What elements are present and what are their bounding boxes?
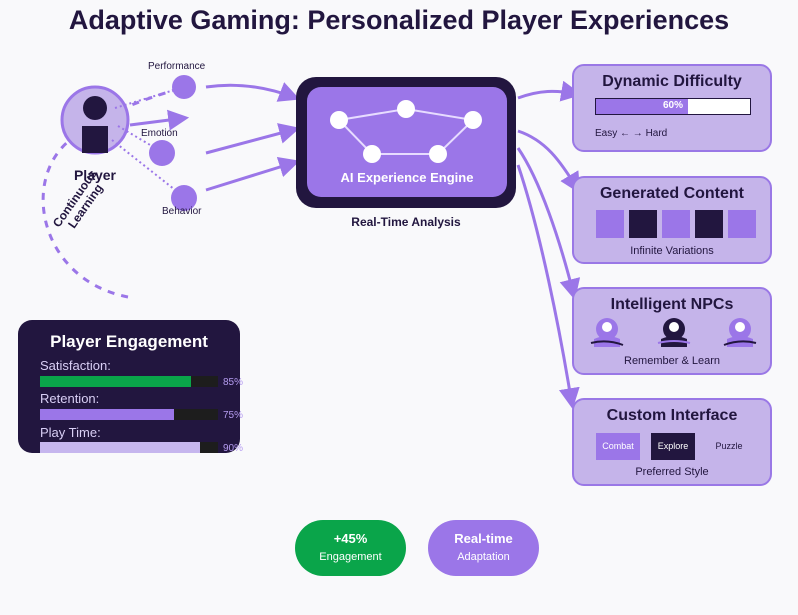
card-title: Custom Interface (606, 407, 738, 424)
generated-content-card: Generated Content Infinite Variations (572, 176, 772, 264)
page-title: Adaptive Gaming: Personalized Player Exp… (68, 5, 730, 35)
engine-caption: Real-Time Analysis (351, 215, 461, 229)
difficulty-fill (596, 99, 689, 114)
content-tile (596, 210, 624, 238)
engagement-panel: Player Engagement Satisfaction: 85% Rete… (18, 320, 244, 454)
stat-label: Engagement (319, 551, 382, 563)
behavior-node (171, 185, 197, 211)
metric-value: 75% (223, 410, 244, 421)
metric-label: Play Time: (40, 425, 101, 440)
content-tile (695, 210, 723, 238)
behavior-arrow (205, 156, 301, 192)
metric-bar (40, 442, 218, 453)
metric-fill (40, 409, 174, 420)
content-tile (728, 210, 756, 238)
npc-icon (657, 318, 691, 347)
style-option-combat[interactable]: Combat (596, 433, 640, 460)
card-title: Dynamic Difficulty (602, 73, 742, 90)
difficulty-arrow (517, 80, 583, 102)
style-option-puzzle[interactable]: Puzzle (715, 441, 743, 451)
metric-bar (40, 409, 218, 420)
dynamic-difficulty-card: Dynamic Difficulty 60% Easy ← → Hard (572, 64, 772, 152)
behavior-label: Behavior (162, 206, 202, 217)
card-title: Generated Content (599, 185, 744, 202)
engagement-title: Player Engagement (50, 332, 208, 351)
custom-interface-card: Custom Interface Combat Explore Puzzle P… (572, 398, 772, 486)
style-option-explore[interactable]: Explore (651, 433, 695, 460)
player-head (83, 96, 107, 120)
emotion-label: Emotion (141, 128, 178, 139)
metric-bar (40, 376, 218, 387)
performance-arrow (205, 82, 300, 102)
difficulty-meter: 60% (595, 98, 751, 115)
metric-label: Satisfaction: (40, 358, 111, 373)
content-tile (662, 210, 690, 238)
difficulty-scale: Easy ← → Hard (595, 128, 668, 139)
learning-loop-arrow (129, 109, 190, 131)
metric-value: 85% (223, 377, 244, 388)
performance-node (172, 75, 196, 99)
npc-icon (723, 318, 757, 347)
stat-value: +45% (333, 531, 368, 546)
stat-value: Real-time (454, 531, 513, 546)
performance-label: Performance (148, 61, 206, 72)
engagement-stat-pill: +45% Engagement (295, 520, 406, 576)
engine-label: AI Experience Engine (340, 170, 474, 185)
metric-label: Retention: (40, 391, 100, 406)
metric-fill (40, 376, 192, 387)
content-tile (629, 210, 657, 238)
card-title: Intelligent NPCs (610, 296, 734, 313)
difficulty-value: 60% (662, 100, 683, 111)
content-caption: Infinite Variations (630, 245, 714, 257)
intelligent-npcs-card: Intelligent NPCs Remember & Learn (572, 287, 772, 375)
stat-label: Adaptation (457, 551, 510, 563)
npcs-caption: Remember & Learn (624, 355, 720, 367)
emotion-node (149, 140, 175, 166)
npcs-arrow (516, 147, 581, 301)
player-label: Player (73, 167, 117, 183)
adaptation-stat-pill: Real-time Adaptation (428, 520, 539, 576)
player-body (82, 126, 108, 153)
npc-icons (590, 318, 757, 347)
metric-value: 90% (223, 443, 244, 454)
engine-inner (307, 87, 507, 197)
npc-icon (590, 318, 624, 347)
learning-loop-path (41, 85, 186, 299)
metric-fill (40, 442, 201, 453)
emotion-arrow (205, 123, 301, 155)
interface-arrow (516, 164, 580, 410)
interface-caption: Preferred Style (635, 466, 709, 478)
